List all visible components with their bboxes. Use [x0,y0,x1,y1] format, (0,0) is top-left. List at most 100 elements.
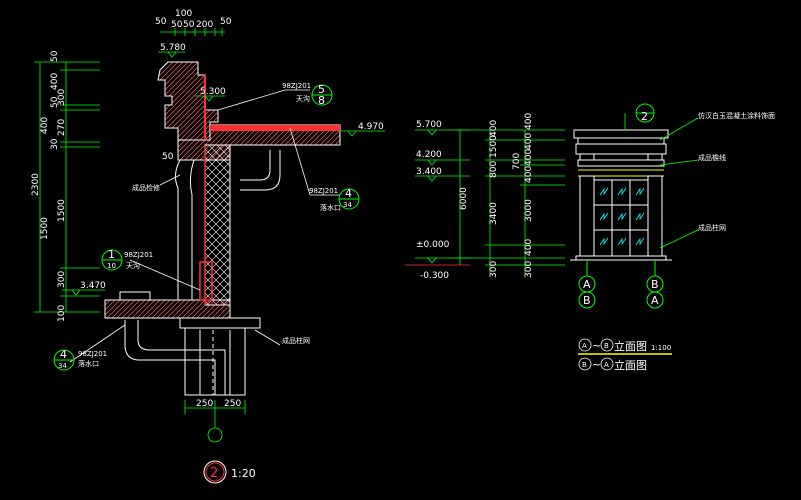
ref-left-note: 天沟 [126,261,140,270]
dim-b-700: 700 [512,153,522,170]
wall-section [204,144,231,306]
section-title [203,460,227,484]
elev-4200: 4.200 [416,150,442,160]
downpipe [124,150,281,395]
ref-left-den: 10 [107,262,116,270]
note-right: 成品柱网 [282,336,310,345]
dim-b-400b: 400 [524,133,534,150]
dim-50-mid: 50 [162,152,174,162]
ref-mid-num: 4 [345,187,352,200]
dim-b-3000: 3000 [524,199,534,222]
ref-left-code: 98ZJ201 [124,251,153,259]
left-dim-400b: 400 [40,117,50,134]
top-dim-50a: 50 [155,17,167,27]
elevation-ref-num: 2 [641,110,648,123]
ref-roof-num: 5 [318,83,325,96]
elev-markers [62,95,385,296]
legend1-b: B [604,342,609,350]
elev-4970: 4.970 [358,122,384,132]
axis-right-top: B [651,278,659,291]
elev-5780: 5.780 [160,43,186,53]
elev-3400: 3.400 [416,167,442,177]
section-title-num: 2 [210,466,218,481]
dim-b-400d: 400 [524,166,534,183]
dim-300: 300 [489,261,499,278]
ref-mid-den: 34 [343,201,352,209]
elev-total-6000: 6000 [459,187,469,210]
elev-3470: 3.470 [80,281,106,291]
bottom-dimension-chain [184,400,246,443]
dim-b-400e: 400 [524,239,534,256]
top-dim-200: 200 [196,20,213,30]
dim-b-400c: 400 [524,149,534,166]
parapet-section [157,61,341,161]
left-dim-30: 30 [50,138,60,150]
elevation-note-1: 仿汉白玉混凝土涂料饰面 [698,111,775,120]
elev-0: ±0.000 [416,240,450,250]
elevation-note-3: 成品柱网 [698,223,726,232]
legend2-a: B [582,361,587,369]
ref-left-num: 1 [108,248,115,261]
ref-roof-code: 98ZJ201 [282,82,311,90]
legend1-sep: ~ [592,339,601,352]
elevation-title-1 [578,338,672,355]
elev-5300: 5.300 [200,87,226,97]
section-title-scale: 1:20 [231,467,256,480]
left-dim-1500: 1500 [57,199,67,222]
dim-b-300: 300 [524,261,534,278]
ref-bubble-mid [338,188,360,210]
section-detail: 100 50 50 50 200 50 5.780 50 400 300 [31,9,385,484]
elevation-note-2: 成品檐线 [698,153,726,162]
legend1-scale: 1:100 [651,344,671,352]
elevation-note-leaders [659,117,699,249]
ref-bubble-low [53,349,75,371]
top-dimension-chain [160,28,225,36]
ref-low-note: 落水口 [78,359,99,368]
left-dim-300: 300 [57,89,67,106]
bottom-dim-250b: 250 [224,399,241,409]
dim-b-400a: 400 [524,113,534,130]
dim-a-1500: 1500 [489,135,499,158]
left-dim-100: 100 [57,305,67,322]
legend1-text: 立面图 [614,339,647,353]
elevation-dim-chains [455,129,565,275]
left-total-2300: 2300 [31,173,41,196]
ref-bubble-left [101,249,123,271]
ref-low-code: 98ZJ201 [78,350,107,358]
left-dim-300b: 300 [57,271,67,288]
left-dim-400: 400 [50,73,60,90]
axis-bubbles [578,260,664,309]
legend2-sep: ~ [592,358,601,371]
ref-low-num: 4 [60,348,67,361]
ref-roof-note: 天沟 [296,94,310,103]
top-dim-50b: 50 [171,20,183,30]
left-dim-50: 50 [50,50,60,62]
elev-marker-5780 [158,51,185,58]
dim-a-3400: 3400 [489,202,499,225]
elev-5700: 5.700 [416,120,442,130]
ref-mid-code: 98ZJ201 [309,187,338,195]
left-dim-50b: 50 [50,96,60,108]
ref-roof-den: 8 [318,94,325,107]
top-dim-100: 100 [175,9,192,19]
elevation-drawing: 5.700 4.200 3.400 ±0.000 -0.300 6000 400… [405,103,775,372]
dim-a-800: 800 [489,161,499,178]
left-inner-1500: 1500 [40,217,50,240]
legend2-b: A [604,361,609,369]
left-dim-270: 270 [57,119,67,136]
note-left: 成品检修 [132,183,160,192]
axis-left-bottom: B [583,294,591,307]
legend1-a: A [582,342,587,350]
callout-leaders [69,89,340,363]
left-dimension-chain [34,61,100,313]
ref-mid-note: 落水口 [320,203,341,212]
legend2-text: 立面图 [614,358,647,372]
dim-a-400: 400 [489,120,499,137]
elev-m300: -0.300 [420,271,449,281]
axis-right-bottom: A [651,294,659,307]
ref-bubble-roof [311,84,333,106]
facade-glass-marks [599,187,645,246]
ref-low-den: 34 [58,362,67,370]
